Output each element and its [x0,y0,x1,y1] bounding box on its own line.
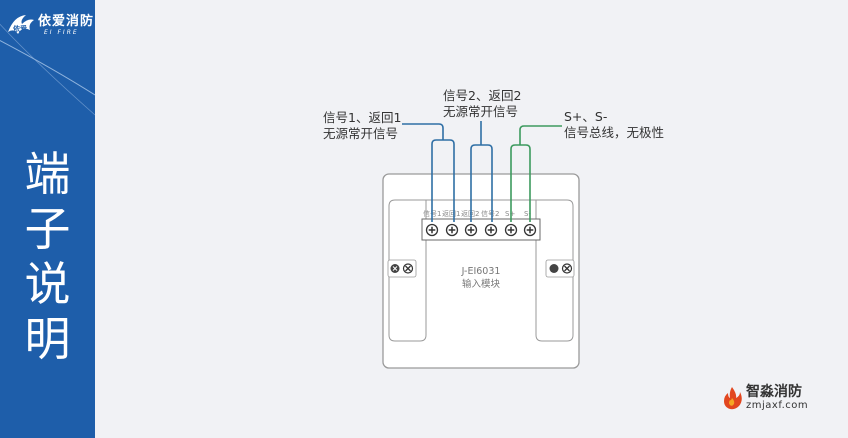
screw-icon [484,223,498,237]
screw-icon [523,223,537,237]
title-char: 子 [24,202,71,256]
left-mounting-screws [387,259,417,278]
brand-logo: 依爱 依爱消防 EI FIRE [6,12,94,38]
label-group1-line2: 无源常开信号 [323,126,398,141]
label-group1-line1: 信号1、返回1 [323,110,401,125]
terminal-label: 返回1 [442,210,460,218]
decorative-arc [0,23,95,116]
terminal-screws [425,223,537,237]
screw-icon [425,223,439,237]
terminal-label: 信号2 [481,209,499,218]
right-mounting-screws [545,259,575,278]
terminal-block [421,218,541,241]
screw-icon [445,223,459,237]
label-group3-line1: S+、S- [564,109,607,124]
watermark: 智淼消防 zmjaxf.com [721,384,808,412]
right-mount-panel [535,199,574,342]
watermark-url: zmjaxf.com [746,400,809,411]
screw-icon [464,223,478,237]
model-number: J-EI6031 [461,266,501,277]
title-char: 端 [24,147,71,201]
left-mount-panel [388,199,427,342]
page-title: 端 子 说 明 [0,146,95,366]
terminal-label: S- [524,210,531,218]
flame-logo-icon [724,387,742,410]
module-name: 输入模块 [462,278,501,290]
screw-icon [504,223,518,237]
svg-text:依爱: 依爱 [13,24,27,33]
label-group2-line1: 信号2、返回2 [443,88,521,103]
brand-name-en: EI FIRE [44,28,79,36]
sidebar: 依爱 依爱消防 EI FIRE 端 子 说 明 [0,0,95,438]
watermark-name: 智淼消防 [746,384,802,400]
wire-lead-group3 [519,125,562,145]
wire-lead-group1 [402,123,444,140]
ei-fire-logo-icon: 依爱 [8,15,34,34]
label-group2-line2: 无源常开信号 [443,104,518,119]
label-group3-line2: 信号总线，无极性 [564,125,664,140]
title-char: 明 [24,312,71,366]
brand-name-cn: 依爱消防 [38,13,95,29]
title-char: 说 [24,257,71,311]
